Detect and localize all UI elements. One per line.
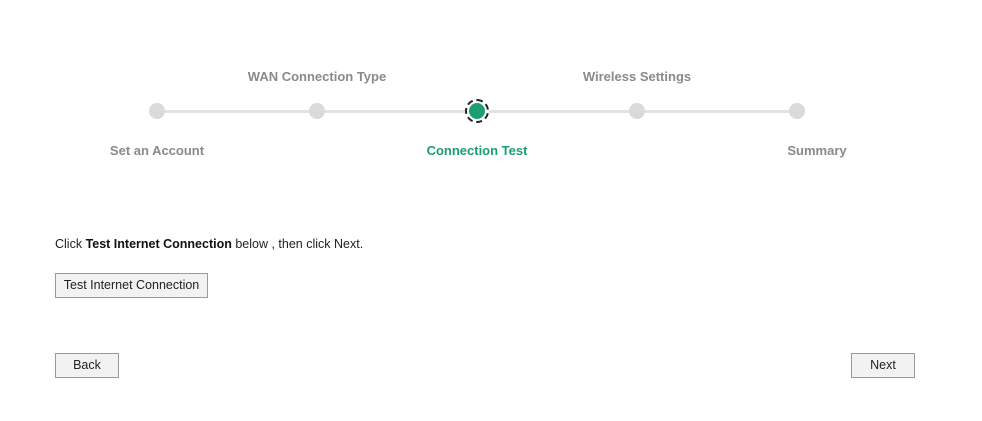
step-dot <box>309 103 325 119</box>
step-label: Set an Account <box>109 143 205 158</box>
instruction-prefix: Click <box>55 237 86 251</box>
test-internet-connection-button[interactable]: Test Internet Connection <box>55 273 208 298</box>
step-dot <box>149 103 165 119</box>
step-dot <box>629 103 645 119</box>
step-dot-active <box>465 99 489 123</box>
back-button[interactable]: Back <box>55 353 119 378</box>
instruction-suffix: below , then click Next. <box>231 237 364 251</box>
step-label: Summary <box>787 143 847 158</box>
instruction-emphasis: Test Internet Connection <box>85 237 232 251</box>
step-label: WAN Connection Type <box>247 69 387 84</box>
next-button[interactable]: Next <box>851 353 915 378</box>
wizard-stepper: Set an Account WAN Connection Type Conne… <box>0 0 982 180</box>
instruction-text: Click Test Internet Connection below , t… <box>55 237 363 251</box>
step-dot <box>789 103 805 119</box>
step-label: Connection Test <box>426 143 528 158</box>
step-label: Wireless Settings <box>582 69 692 84</box>
